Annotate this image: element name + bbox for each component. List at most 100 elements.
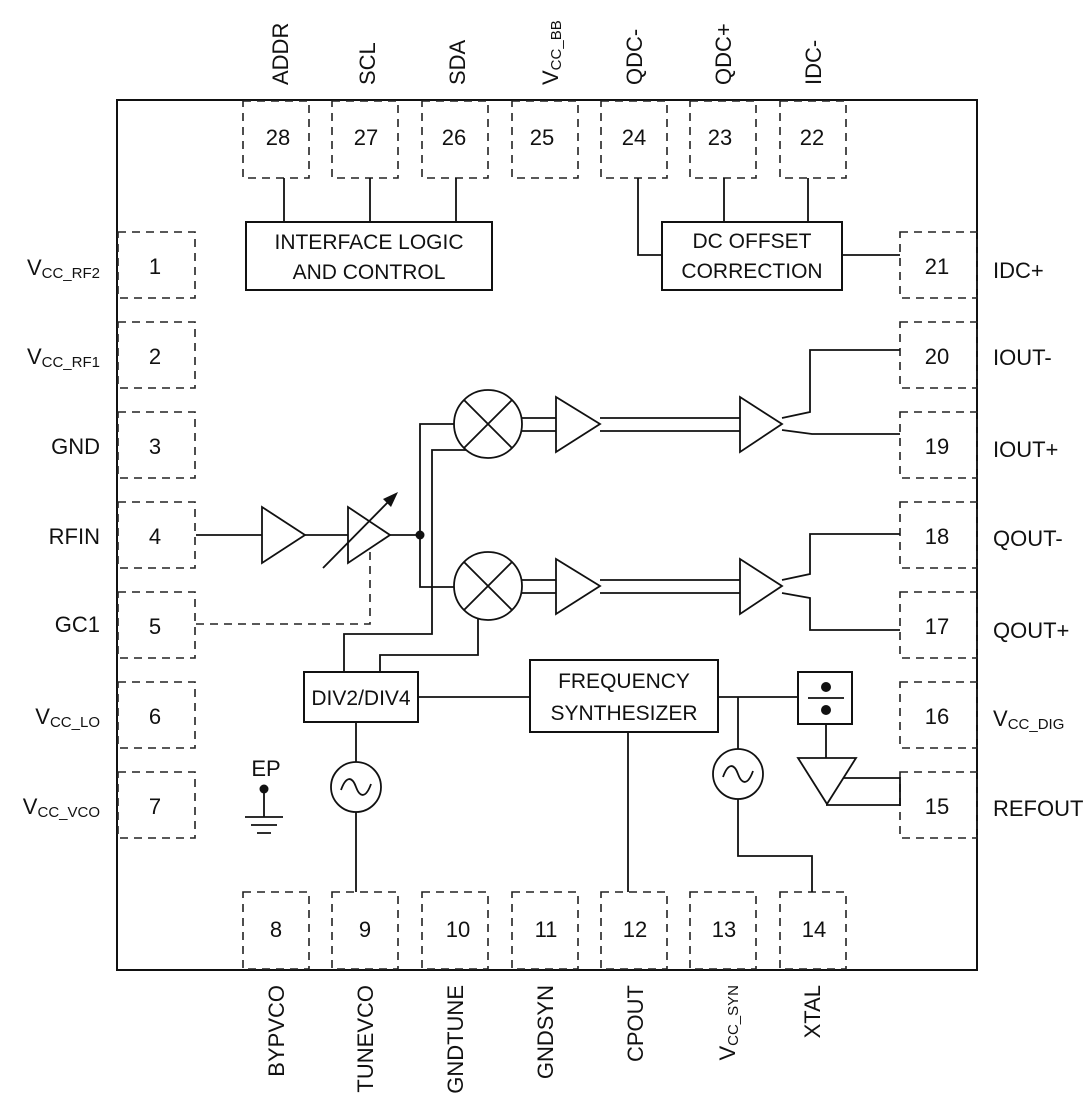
- pin-10: 10 GNDTUNE: [421, 891, 489, 1094]
- pin-26-label: SDA: [445, 39, 470, 85]
- pin-2-number: 2: [149, 344, 161, 369]
- pin-20-label: IOUT-: [993, 345, 1052, 370]
- q-mixer-icon: [453, 551, 523, 621]
- pin-7-label: VCC_VCO: [23, 794, 100, 821]
- pin-28-label: ADDR: [268, 23, 293, 85]
- gain-control-line: [196, 552, 371, 625]
- vco-oscillator-icon: [330, 761, 382, 813]
- pin-27: 27 SCL: [331, 42, 399, 179]
- pin-21-number: 21: [925, 254, 949, 279]
- pin-7-number: 7: [149, 794, 161, 819]
- pin-16-label: VCC_DIG: [993, 706, 1064, 733]
- pin-22-number: 22: [800, 125, 824, 150]
- frequency-synthesizer-block: FREQUENCY SYNTHESIZER: [529, 659, 719, 733]
- pin-17-number: 17: [925, 614, 949, 639]
- divider-block: DIV2/DIV4: [303, 671, 419, 723]
- pin-20: 20 IOUT-: [899, 321, 1052, 389]
- q-output-buffer-icon: [739, 557, 784, 616]
- pin-17: 17 QOUT+: [899, 591, 1069, 659]
- pin-27-label: SCL: [355, 42, 380, 85]
- pin-24: 24 QDC-: [600, 29, 668, 179]
- dc-offset-line2: CORRECTION: [681, 260, 822, 283]
- i-mixer-icon: [453, 389, 523, 459]
- freq-synth-line2: SYNTHESIZER: [550, 702, 697, 725]
- interface-logic-line2: AND CONTROL: [293, 261, 446, 284]
- pin-7: 7 VCC_VCO: [23, 771, 196, 839]
- divider-label: DIV2/DIV4: [311, 687, 411, 710]
- pin-1-label: VCC_RF2: [27, 255, 100, 282]
- pin-6-label: VCC_LO: [35, 704, 100, 731]
- freq-synth-line1: FREQUENCY: [558, 670, 690, 693]
- wiring: [196, 178, 901, 892]
- pin-12-number: 12: [623, 917, 647, 942]
- pin-24-number: 24: [622, 125, 646, 150]
- pin-23-number: 23: [708, 125, 732, 150]
- interface-logic-line1: INTERFACE LOGIC: [274, 231, 463, 254]
- pin-11-label: GNDSYN: [533, 985, 558, 1079]
- i-baseband-amp-icon: [555, 395, 602, 454]
- lna-amplifier-icon: [261, 505, 307, 565]
- pin-12: 12 CPOUT: [600, 891, 668, 1062]
- pin-5: 5 GC1: [55, 591, 196, 659]
- pin-3-number: 3: [149, 434, 161, 459]
- pin-8-label: BYPVCO: [264, 985, 289, 1077]
- pin-9-label: TUNEVCO: [353, 985, 378, 1093]
- pin-26-number: 26: [442, 125, 466, 150]
- pin-28-number: 28: [266, 125, 290, 150]
- pin-6-number: 6: [149, 704, 161, 729]
- crystal-oscillator-icon: [712, 748, 764, 800]
- pin-22: 22 IDC-: [779, 40, 847, 179]
- exposed-pad-label: EP: [251, 756, 280, 781]
- pin-13: 13 VCC_SYN: [689, 891, 757, 1061]
- interface-logic-block: INTERFACE LOGIC AND CONTROL: [245, 221, 493, 291]
- variable-gain-arrow-icon: [322, 495, 395, 569]
- pin-16: 16 VCC_DIG: [899, 681, 1064, 749]
- pin-13-label: VCC_SYN: [715, 985, 742, 1061]
- pin-5-label: GC1: [55, 612, 100, 637]
- pin-1-number: 1: [149, 254, 161, 279]
- variable-gain-arrowhead-icon: [383, 492, 398, 507]
- pin-15-number: 15: [925, 794, 949, 819]
- pin-1: 1 VCC_RF2: [27, 231, 196, 299]
- reference-divider-icon: [797, 671, 853, 725]
- pin-4-number: 4: [149, 524, 161, 549]
- junction-dot: [415, 530, 425, 540]
- pin-22-label: IDC-: [801, 40, 826, 85]
- pin-10-number: 10: [446, 917, 470, 942]
- pin-14: 14 XTAL: [779, 891, 847, 1038]
- pin-16-number: 16: [925, 704, 949, 729]
- pin-2-label: VCC_RF1: [27, 344, 100, 371]
- exposed-pad-ground-icon: EP: [245, 756, 283, 834]
- pin-25-number: 25: [530, 125, 554, 150]
- pin-15-label: REFOUT: [993, 796, 1083, 821]
- pin-3: 3 GND: [51, 411, 196, 479]
- pin-24-label: QDC-: [622, 29, 647, 85]
- pin-18: 18 QOUT-: [899, 501, 1063, 569]
- pin-21: 21 IDC+: [899, 231, 1044, 299]
- package-outline: [116, 99, 978, 971]
- pin-18-number: 18: [925, 524, 949, 549]
- q-baseband-amp-icon: [555, 557, 602, 616]
- pin-12-label: CPOUT: [623, 985, 648, 1062]
- pin-4: 4 RFIN: [49, 501, 196, 569]
- pin-11-number: 11: [535, 917, 558, 942]
- pin-19: 19 IOUT+: [899, 411, 1058, 479]
- dc-offset-block: DC OFFSET CORRECTION: [661, 221, 843, 291]
- pin-26: 26 SDA: [421, 39, 489, 179]
- pin-25: 25 VCC_BB: [511, 20, 579, 179]
- pin-17-label: QOUT+: [993, 618, 1069, 643]
- pin-10-label: GNDTUNE: [443, 985, 468, 1094]
- pin-5-number: 5: [149, 614, 161, 639]
- pin-3-label: GND: [51, 434, 100, 459]
- pin-8-number: 8: [270, 917, 282, 942]
- pin-19-label: IOUT+: [993, 437, 1058, 462]
- pin-19-number: 19: [925, 434, 949, 459]
- pin-4-label: RFIN: [49, 524, 100, 549]
- pin-6: 6 VCC_LO: [35, 681, 196, 749]
- pin-15: 15 REFOUT: [899, 771, 1083, 839]
- pin-27-number: 27: [354, 125, 378, 150]
- dc-offset-line1: DC OFFSET: [693, 230, 812, 253]
- pin-8: 8 BYPVCO: [242, 891, 310, 1077]
- pin-9: 9 TUNEVCO: [331, 891, 399, 1093]
- pin-18-label: QOUT-: [993, 526, 1063, 551]
